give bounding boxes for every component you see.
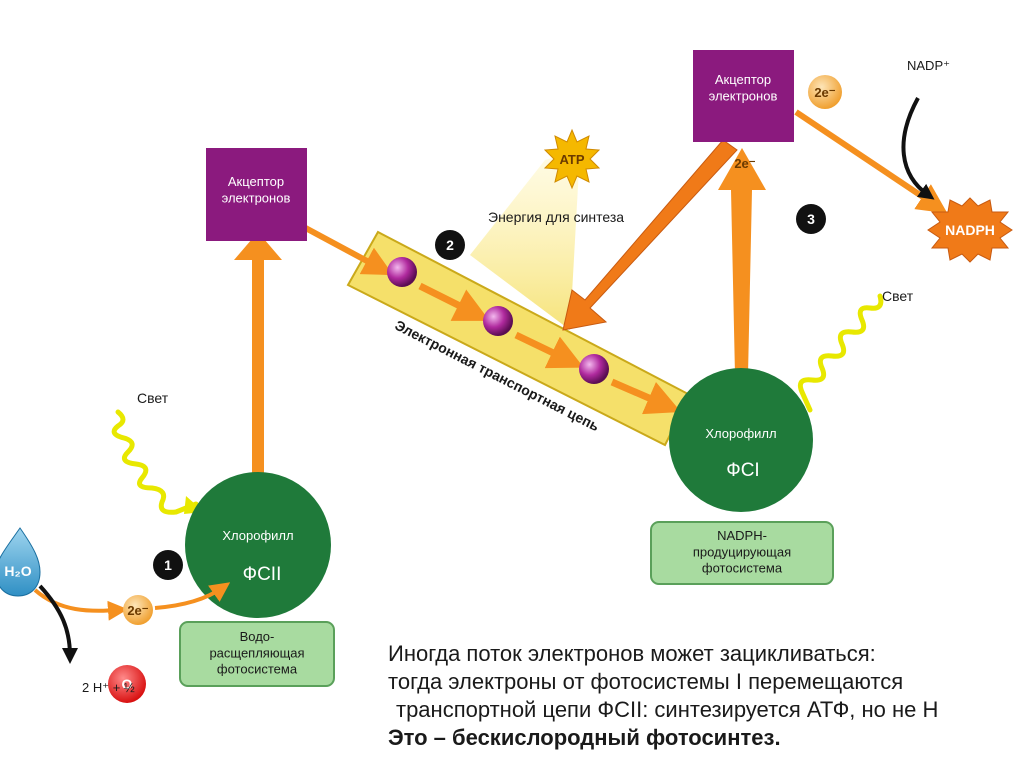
electron-pair-right-top: 2e⁻	[808, 75, 842, 109]
ps2-box	[179, 621, 335, 687]
caption-line-1: Иногда поток электронов может зацикливат…	[388, 641, 876, 666]
electron-carrier-2	[483, 306, 513, 336]
energy-beam	[470, 150, 580, 330]
nadp-label: NADP⁺	[907, 58, 950, 73]
chlorophyll-ps2	[185, 472, 331, 618]
nadph-burst: NADPH	[927, 197, 1013, 263]
electron-pair-left: 2e⁻	[123, 595, 153, 625]
chlorophyll-ps2-label: Хлорофилл	[222, 528, 293, 543]
atp-burst: ATP	[543, 128, 601, 190]
svg-text:2e⁻: 2e⁻	[127, 603, 148, 618]
energy-label: Энергия для синтеза	[488, 209, 624, 225]
acceptor-to-nadph-arrow	[794, 109, 948, 214]
caption-line-4: Это – бескислородный фотосинтез.	[388, 725, 781, 750]
svg-text:ATP: ATP	[559, 152, 584, 167]
svg-text:1: 1	[164, 557, 172, 573]
step-badge-1: 1	[153, 550, 183, 580]
caption-line-2: тогда электроны от фотосистемы I перемещ…	[388, 669, 904, 694]
ps1-name: ФСI	[726, 460, 759, 481]
caption: Иногда поток электронов может зацикливат…	[388, 640, 1024, 752]
cyclic-return-arrow	[562, 139, 738, 331]
etc-arrow-2	[514, 331, 584, 369]
electron-to-ps2-arrow	[154, 582, 231, 610]
electron-pair-right-mid: 2e⁻	[734, 156, 755, 171]
acceptor-left	[206, 148, 307, 241]
oxygen-ball	[108, 665, 146, 703]
oxygen-label: O	[122, 676, 133, 692]
excitation-arrow-ps1	[718, 148, 766, 375]
acceptor-right	[693, 50, 794, 142]
acceptor-to-etc-arrow	[298, 222, 394, 276]
svg-text:2: 2	[446, 237, 454, 253]
water-split-arrow	[38, 584, 78, 664]
light-label-right: Свет	[882, 288, 914, 304]
etc-arrow-3	[610, 378, 682, 415]
water-to-electron-arrow	[33, 588, 128, 621]
water-droplet: H₂O	[0, 527, 41, 597]
svg-text:NADPH: NADPH	[945, 222, 995, 238]
chlorophyll-ps1	[669, 368, 813, 512]
products-label: 2 H⁺ + ½	[82, 680, 135, 695]
caption-line-3: транспортной цепи ФСII: синтезируется АТ…	[396, 697, 939, 722]
step-badge-2: 2	[435, 230, 465, 260]
electron-carrier-3	[579, 354, 609, 384]
light-wave-left	[111, 409, 199, 515]
ps2-name: ФСII	[243, 564, 282, 585]
svg-text:2e⁻: 2e⁻	[814, 85, 835, 100]
svg-text:H₂O: H₂O	[4, 563, 31, 579]
etc-arrow-1	[418, 282, 490, 321]
ps1-box	[650, 521, 834, 585]
svg-text:3: 3	[807, 211, 815, 227]
light-label-left: Свет	[137, 390, 169, 406]
chlorophyll-ps1-label: Хлорофилл	[705, 426, 776, 441]
nadp-curve-arrow	[901, 97, 935, 200]
electron-carrier-1	[387, 257, 417, 287]
excitation-arrow-ps2	[234, 232, 282, 478]
step-badge-3: 3	[796, 204, 826, 234]
light-wave-right	[797, 293, 884, 413]
